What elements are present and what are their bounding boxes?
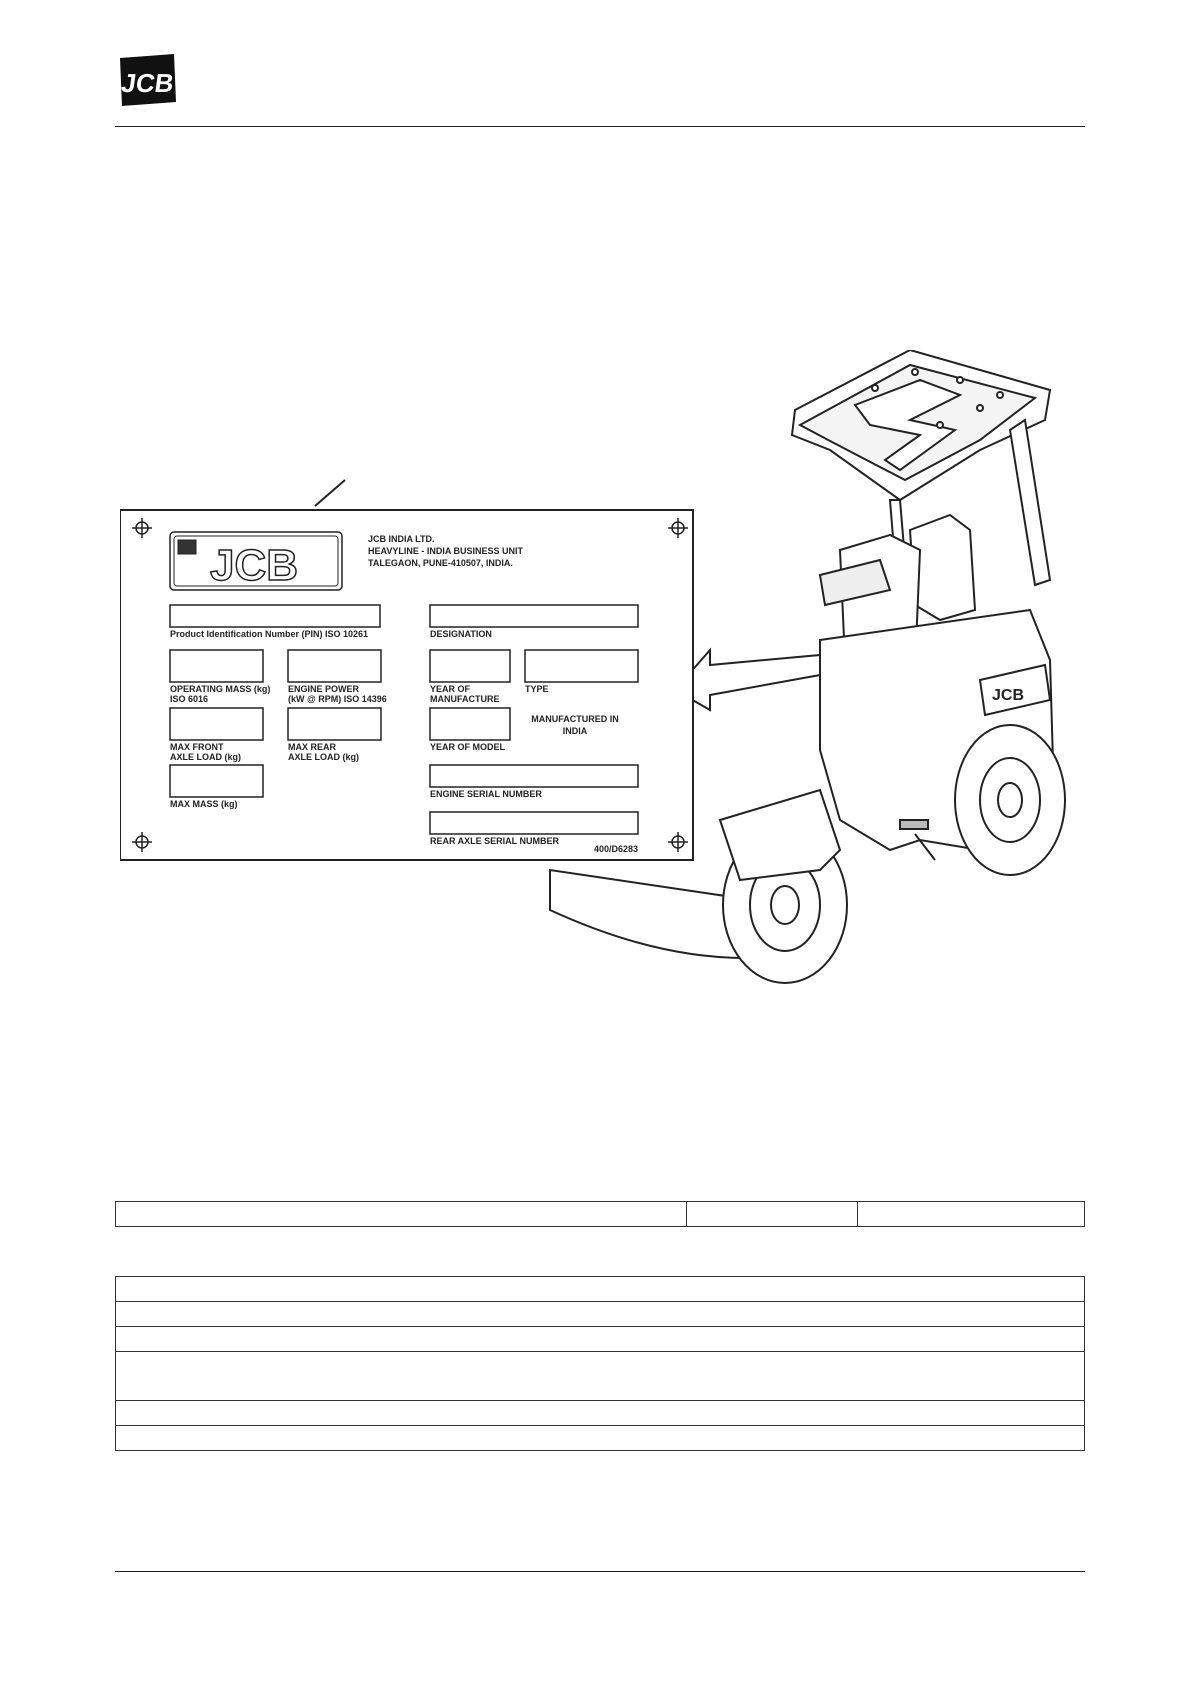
row-value xyxy=(329,1326,1085,1352)
plate-made-in-2: INDIA xyxy=(563,726,588,736)
plate-label-year-model: YEAR OF MODEL xyxy=(430,742,506,752)
plate-label-max-front: MAX FRONT xyxy=(170,742,224,752)
plate-made-in: MANUFACTURED IN xyxy=(531,714,619,724)
row-label xyxy=(115,1301,329,1327)
plate-label-operating-mass-iso: ISO 6016 xyxy=(170,694,208,704)
table-row xyxy=(115,1276,1085,1302)
roller-illustration: JCB xyxy=(314,350,1066,984)
plate-label-max-mass: MAX MASS (kg) xyxy=(170,799,238,809)
row-value xyxy=(329,1425,1085,1451)
svg-text:JCB: JCB xyxy=(210,541,298,590)
plate-label-rear-axle-serial: REAR AXLE SERIAL NUMBER xyxy=(430,836,560,846)
plate-label-designation: DESIGNATION xyxy=(430,629,492,639)
row-label xyxy=(115,1400,329,1426)
jcb-logo: JCB xyxy=(120,54,176,106)
row-label xyxy=(115,1351,329,1401)
table-row xyxy=(115,1326,1085,1352)
table-row xyxy=(115,1425,1085,1451)
plate-label-engine-power-iso: (kW @ RPM) ISO 14396 xyxy=(288,694,387,704)
table-row xyxy=(115,1351,1085,1401)
table-cell xyxy=(115,1201,687,1227)
row-value xyxy=(329,1276,1085,1302)
table-row xyxy=(115,1400,1085,1426)
plate-label-year-manufacture: YEAR OF xyxy=(430,684,471,694)
row-value xyxy=(329,1400,1085,1426)
data-plate: JCB xyxy=(120,509,694,861)
row-label xyxy=(115,1425,329,1451)
plate-label-max-rear: MAX REAR xyxy=(288,742,337,752)
plate-label-max-rear-2: AXLE LOAD (kg) xyxy=(288,752,359,762)
row-label xyxy=(115,1326,329,1352)
plate-company-line-1: JCB INDIA LTD. xyxy=(368,534,435,544)
plate-label-engine-serial: ENGINE SERIAL NUMBER xyxy=(430,789,542,799)
plate-label-max-front-2: AXLE LOAD (kg) xyxy=(170,752,241,762)
plate-label-pin: Product Identification Number (PIN) ISO … xyxy=(170,629,368,639)
plate-company-line-3: TALEGAON, PUNE-410507, INDIA. xyxy=(368,558,513,568)
table-cell xyxy=(857,1201,1085,1227)
table-two xyxy=(115,1276,1085,1451)
table-one xyxy=(115,1201,1085,1227)
table-row xyxy=(115,1201,1085,1227)
header-rule xyxy=(115,126,1085,127)
row-label xyxy=(115,1276,329,1302)
row-value xyxy=(329,1351,1085,1401)
plate-label-engine-power: ENGINE POWER xyxy=(288,684,360,694)
serial-plate-figure: JCB JCB xyxy=(120,350,1066,984)
plate-company-line-2: HEAVYLINE - INDIA BUSINESS UNIT xyxy=(368,546,524,556)
plate-label-operating-mass: OPERATING MASS (kg) xyxy=(170,684,270,694)
footer-rule xyxy=(115,1571,1085,1572)
table-cell xyxy=(686,1201,858,1227)
plate-label-year-manufacture-2: MANUFACTURE xyxy=(430,694,500,704)
svg-text:JCB: JCB xyxy=(992,687,1024,704)
table-row xyxy=(115,1301,1085,1327)
row-value xyxy=(329,1301,1085,1327)
svg-text:JCB: JCB xyxy=(120,68,176,98)
plate-label-type: TYPE xyxy=(525,684,549,694)
plate-drawing-ref: 400/D6283 xyxy=(594,844,638,854)
